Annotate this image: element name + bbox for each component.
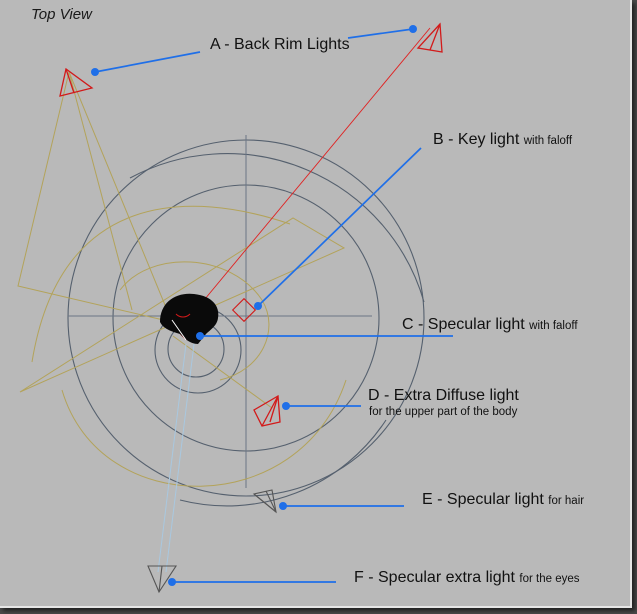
label-specular-light: C - Specular light with faloff <box>402 316 578 334</box>
label-c-main: C - Specular light <box>402 316 530 333</box>
leader-dot-c <box>196 332 204 340</box>
leader-dot-b <box>254 302 262 310</box>
cone-ray-lower <box>172 335 273 409</box>
label-key-light: B - Key light with faloff <box>433 131 572 149</box>
label-a-main: A - Back Rim Lights <box>210 36 350 53</box>
inner-falloff-arc <box>31 205 291 363</box>
label-specular-hair: E - Specular light for hair <box>422 491 584 509</box>
mid-falloff-circle <box>119 261 270 381</box>
leader-line-a-left <box>94 51 201 73</box>
label-f-small: for the eyes <box>519 573 580 585</box>
head-silhouette-icon <box>160 293 219 344</box>
light-b-gizmo <box>231 297 257 323</box>
leader-line-a-right <box>347 28 414 39</box>
eye-light-beam-left <box>157 343 187 573</box>
label-extra-diffuse-light: D - Extra Diffuse light for the upper pa… <box>368 387 519 418</box>
light-e-gizmo <box>252 489 277 514</box>
eye-light-beam-right <box>165 343 195 573</box>
leader-dot-d <box>282 402 290 410</box>
label-d-sub: for the upper part of the body <box>369 406 518 418</box>
scene-diagram <box>17 22 453 594</box>
falloff-sweep <box>61 379 347 487</box>
light-a-right-gizmo <box>416 22 443 53</box>
label-b-small: with faloff <box>523 135 573 147</box>
leader-dot-e <box>279 502 287 510</box>
label-specular-eyes: F - Specular extra light for the eyes <box>354 569 580 587</box>
leader-dot-f <box>168 578 176 586</box>
rim-cone-ray <box>68 71 133 311</box>
key-light-beam <box>189 27 431 318</box>
guide-arc-lower <box>179 419 387 507</box>
rim-light-cone-left <box>17 70 173 323</box>
label-back-rim-lights: A - Back Rim Lights <box>210 36 350 54</box>
leader-dot-a-right <box>409 25 417 33</box>
leader-dot-a-left <box>91 68 99 76</box>
light-a-left-gizmo <box>59 67 94 97</box>
leader-line-b <box>257 147 422 307</box>
label-f-main: F - Specular extra light <box>354 569 520 586</box>
outer-arc <box>129 153 425 303</box>
light-d-gizmo <box>253 394 281 427</box>
label-e-main: E - Specular light <box>422 491 549 508</box>
label-c-small: with faloff <box>529 320 578 332</box>
label-b-main: B - Key light <box>433 131 524 148</box>
light-f-gizmo <box>147 565 178 594</box>
label-d-main: D - Extra Diffuse light <box>368 387 519 404</box>
view-title: Top View <box>31 6 92 23</box>
label-e-small: for hair <box>548 495 585 507</box>
